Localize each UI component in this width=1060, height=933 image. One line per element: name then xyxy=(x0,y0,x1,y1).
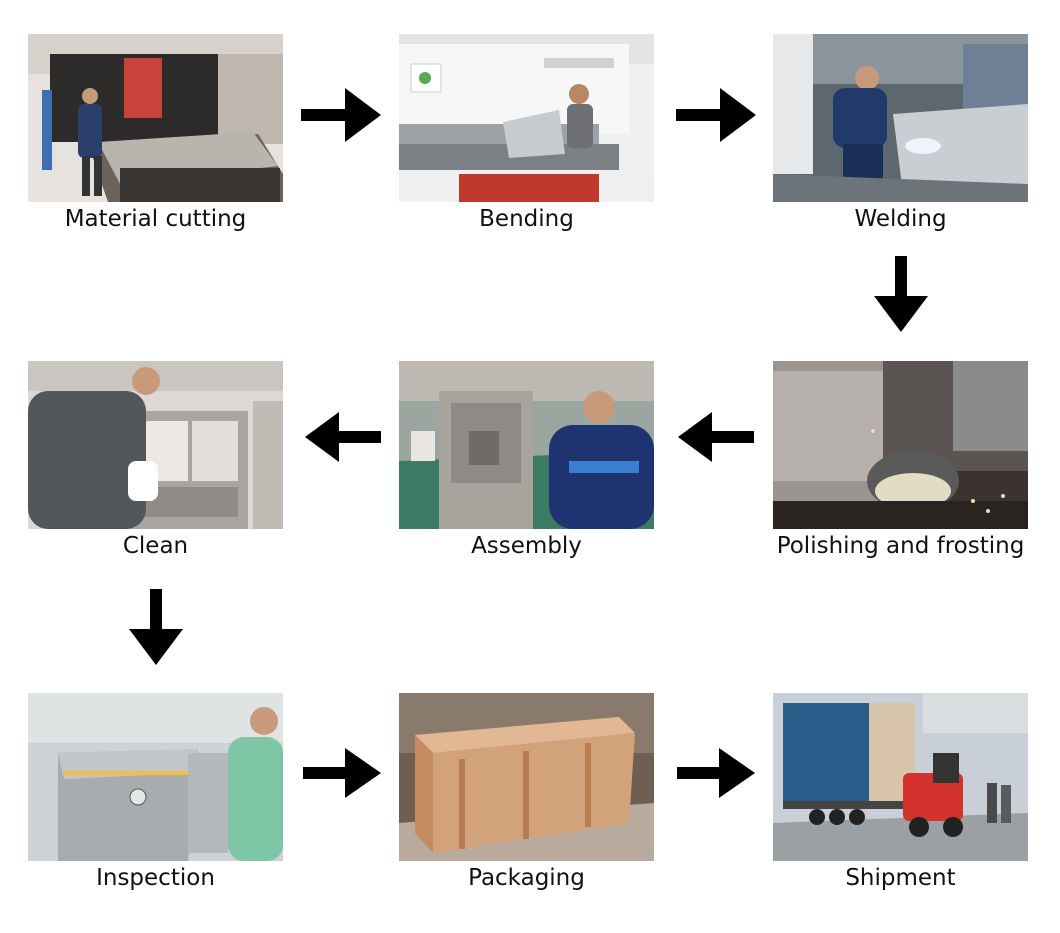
step-label: Clean xyxy=(122,533,189,559)
packaging-photo xyxy=(399,693,654,861)
step-label: Inspection xyxy=(96,865,215,891)
step-label: Bending xyxy=(479,206,574,232)
material-cutting-photo xyxy=(28,34,283,202)
arrow-left-icon xyxy=(305,412,381,462)
step-label: Assembly xyxy=(471,533,582,559)
arrow-right-icon xyxy=(301,88,381,142)
arrow-right-icon xyxy=(303,748,381,798)
bending-photo xyxy=(399,34,654,202)
arrow-left-icon xyxy=(678,412,754,462)
assembly-photo xyxy=(399,361,654,529)
step-label: Material cutting xyxy=(64,206,247,232)
welding-photo xyxy=(773,34,1028,202)
arrow-right-icon xyxy=(676,88,756,142)
arrow-right-icon xyxy=(677,748,755,798)
arrow-down-icon xyxy=(874,256,928,332)
step-label: Polishing and frosting xyxy=(776,533,1025,559)
step-label: Welding xyxy=(854,206,947,232)
polishing-photo xyxy=(773,361,1028,529)
clean-photo xyxy=(28,361,283,529)
step-label: Packaging xyxy=(468,865,585,891)
step-label: Shipment xyxy=(845,865,956,891)
arrow-down-icon xyxy=(129,589,183,665)
inspection-photo xyxy=(28,693,283,861)
shipment-photo xyxy=(773,693,1028,861)
